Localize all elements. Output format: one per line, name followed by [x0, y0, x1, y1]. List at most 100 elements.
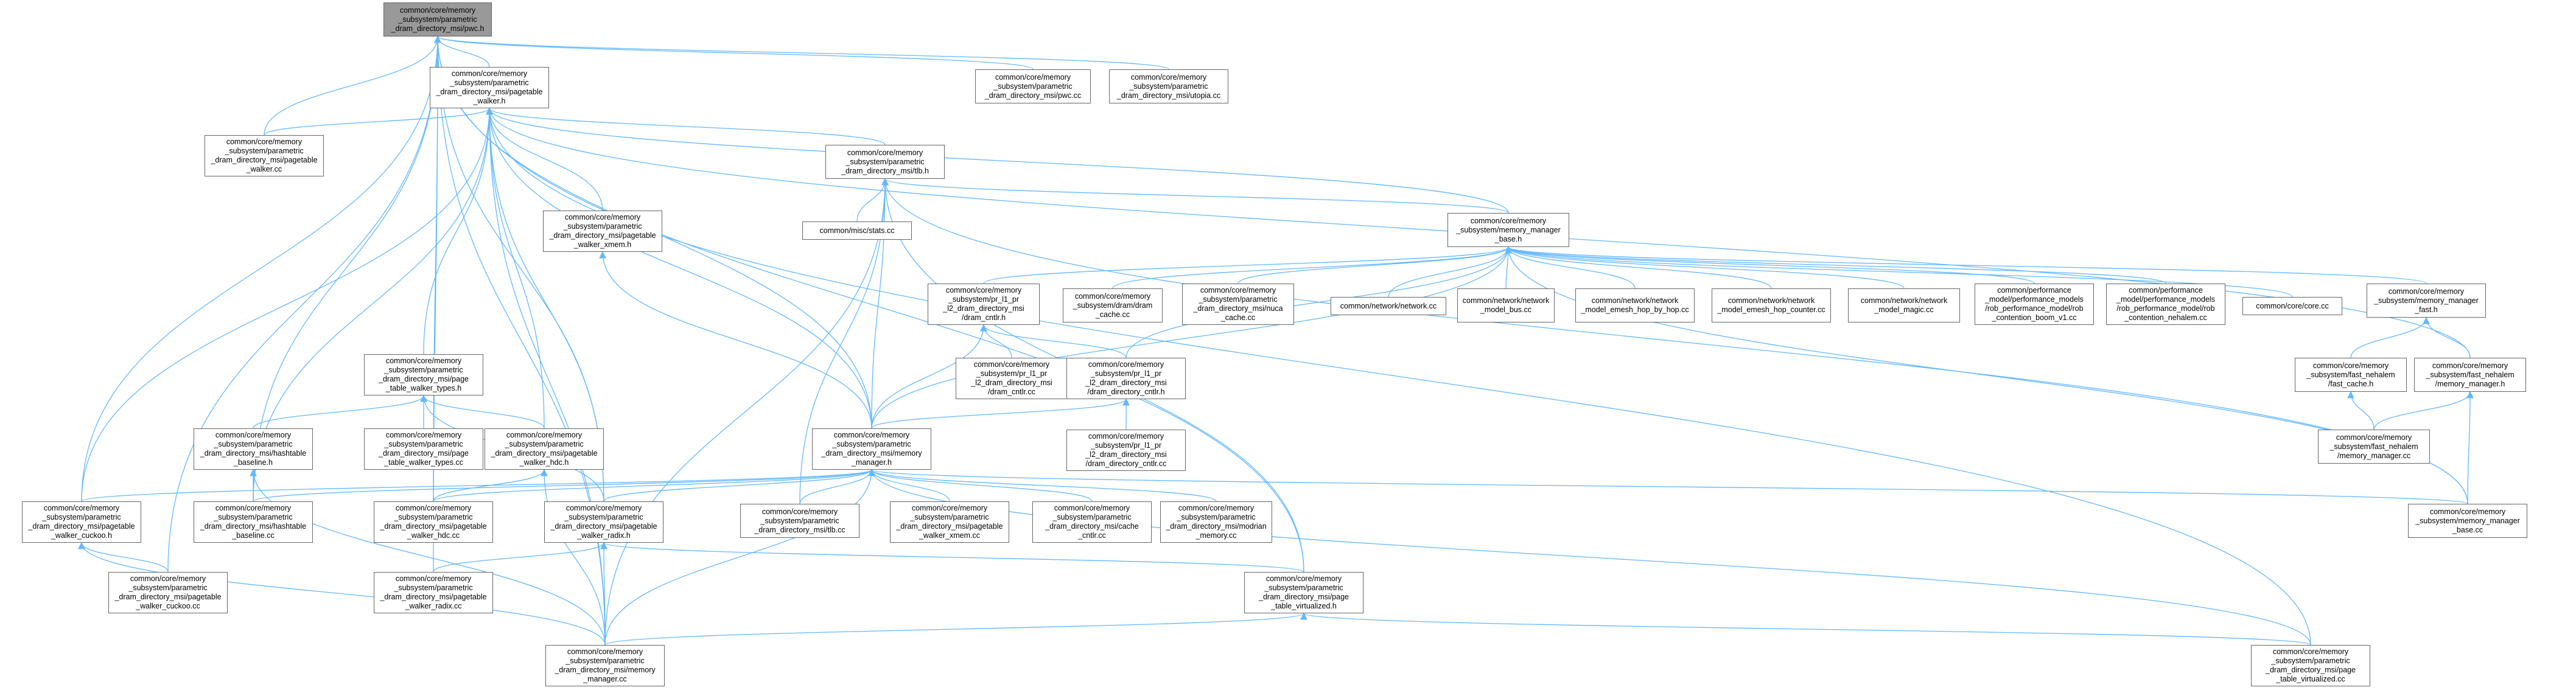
edge-pagetable_walker_hdc_h-to-pagetable_walker_h [486, 107, 545, 429]
node-memory-manager-base-cc[interactable]: common/core/memory _subsystem/memory_man… [2408, 504, 2527, 538]
node-network-model-emesh-hop-by-hop-cc[interactable]: common/network/network _model_emesh_hop_… [1575, 288, 1695, 322]
edge-page_table_virtualized_cc-to-pagetable_walker_h [486, 107, 2311, 646]
node-core-cc[interactable]: common/core/core.cc [2242, 297, 2342, 315]
edge-pmsi_memory_manager_cc-to-pwc_h [434, 35, 606, 646]
edge-memory_manager_fast_h-to-memory_manager_base_h [1505, 246, 2427, 284]
node-fast-memory-manager-cc[interactable]: common/core/memory _subsystem/fast_nehal… [2318, 430, 2430, 464]
edge-pmsi_memory_manager_cc-to-pmsi_memory_manager_h [604, 469, 875, 646]
node-fast-memory-manager-h[interactable]: common/core/memory _subsystem/fast_nehal… [2414, 358, 2526, 392]
node-hashtable-baseline-cc[interactable]: common/core/memory _subsystem/parametric… [194, 501, 313, 543]
node-pagetable-walker-hdc-h[interactable]: common/core/memory _subsystem/parametric… [485, 428, 604, 470]
node-utopia-cc[interactable]: common/core/memory _subsystem/parametric… [1109, 69, 1228, 103]
node-page-table-virtualized-h[interactable]: common/core/memory _subsystem/parametric… [1244, 572, 1363, 613]
node-tlb-h[interactable]: common/core/memory _subsystem/parametric… [825, 145, 945, 179]
edge-pmsi_memory_manager_h-to-pagetable_walker_h [486, 107, 872, 429]
node-pagetable-walker-cuckoo-h[interactable]: common/core/memory _subsystem/parametric… [22, 501, 141, 543]
edge-utopia_cc-to-pwc_h [434, 35, 1169, 70]
node-memory-manager-base-h[interactable]: common/core/memory _subsystem/memory_man… [1447, 213, 1569, 247]
node-memory-manager-fast-h[interactable]: common/core/memory _subsystem/memory_man… [2367, 284, 2486, 318]
edge-pagetable_walker_hdc_cc-to-pmsi_memory_manager_h [433, 469, 875, 502]
edge-pwc_cc-to-pwc_h [434, 35, 1034, 70]
edge-page_table_virtualized_cc-to-pmsi_memory_manager_h [868, 469, 2311, 646]
edge-memory_manager_base_h-to-tlb_h [881, 178, 1509, 214]
edge-pmsi_memory_manager_cc-to-pagetable_walker_radix_h [600, 542, 607, 646]
edge-pagetable_walker_cuckoo_h-to-pwc_h [81, 35, 441, 502]
edge-network_cc-to-memory_manager_base_h [1388, 246, 1512, 298]
node-pwc-h[interactable]: common/core/memory _subsystem/parametric… [383, 2, 492, 37]
edge-pagetable_walker_h-to-pwc_h [434, 35, 490, 68]
node-pwc-cc[interactable]: common/core/memory _subsystem/parametric… [975, 69, 1091, 103]
node-hashtable-baseline-h[interactable]: common/core/memory _subsystem/parametric… [194, 428, 313, 470]
node-dram-directory-cntlr-h[interactable]: common/core/memory _subsystem/pr_l1_pr _… [1066, 358, 1186, 399]
node-pagetable-walker-cc[interactable]: common/core/memory _subsystem/parametric… [205, 135, 324, 176]
edge-pagetable_walker_cuckoo_h-to-pmsi_memory_manager_h [81, 469, 875, 502]
node-nuca-cache-cc[interactable]: common/core/memory _subsystem/parametric… [1182, 284, 1294, 325]
edge-network_model_emesh_hop_by_hop_cc-to-memory_manager_base_h [1505, 246, 1636, 289]
edge-pmsi_memory_manager_h-to-pagetable_walker_xmem_h [599, 251, 872, 429]
edge-pmsi_memory_manager_h-to-dram_directory_cntlr_h [871, 398, 1130, 429]
edge-pr_l1_dram_cntlr_h-to-memory_manager_base_h [983, 246, 1512, 284]
edge-nuca_cache_cc-to-memory_manager_base_h [1237, 246, 1512, 284]
node-fast-cache-h[interactable]: common/core/memory _subsystem/fast_nehal… [2295, 358, 2407, 392]
edge-cache_cntlr_cc-to-pmsi_memory_manager_h [868, 469, 1093, 502]
edge-fast_memory_manager_cc-to-fast_cache_h [2347, 391, 2375, 430]
node-pagetable-walker-cuckoo-cc[interactable]: common/core/memory _subsystem/parametric… [108, 572, 228, 613]
node-pr-l1-dram-cntlr-h[interactable]: common/core/memory _subsystem/pr_l1_pr _… [928, 284, 1040, 325]
edge-stats_cc-to-tlb_h [856, 178, 889, 222]
edge-hashtable_baseline_h-to-page_table_walker_types_h [253, 394, 427, 429]
node-pmsi-memory-manager-cc[interactable]: common/core/memory _subsystem/parametric… [545, 645, 665, 686]
edge-tlb_h-to-pagetable_walker_h [486, 107, 886, 145]
edge-pmsi_memory_manager_cc-to-pagetable_walker_hdc_h [541, 469, 606, 646]
node-pagetable-walker-h[interactable]: common/core/memory _subsystem/parametric… [430, 67, 549, 108]
edge-page_table_walker_types_h-to-pagetable_walker_h [423, 107, 493, 355]
edge-fast_memory_manager_cc-to-fast_memory_manager_h [2373, 391, 2474, 430]
node-tlb-cc[interactable]: common/core/memory _subsystem/parametric… [740, 504, 859, 538]
node-pr-l1-dram-cntlr-cc[interactable]: common/core/memory _subsystem/pr_l1_pr _… [956, 358, 1068, 399]
edge-pmsi_memory_manager_h-to-memory_manager_base_h [871, 246, 1512, 429]
edge-pmsi_memory_manager_cc-to-pagetable_walker_cuckoo_h [78, 542, 606, 646]
edge-rob_contention_boom_v1_cc-to-memory_manager_base_h [1505, 246, 2035, 284]
node-network-cc[interactable]: common/network/network.cc [1331, 297, 1446, 315]
edge-hashtable_baseline_cc-to-pagetable_walker_h [253, 107, 493, 502]
node-rob-contention-nehalem-cc[interactable]: common/performance _model/performance_mo… [2106, 284, 2225, 325]
edge-dram_cache_cc-to-memory_manager_base_h [1112, 246, 1512, 289]
edge-fast_memory_manager_h-to-memory_manager_fast_h [2423, 316, 2471, 358]
edge-memory_manager_base_cc-to-fast_memory_manager_h [2466, 391, 2474, 504]
node-cache-cntlr-cc[interactable]: common/core/memory _subsystem/parametric… [1032, 501, 1152, 543]
edge-network_model_magic_cc-to-memory_manager_base_h [1505, 246, 1905, 289]
node-page-table-walker-types-h[interactable]: common/core/memory _subsystem/parametric… [364, 354, 483, 396]
edge-pmsi_memory_manager_h-to-pr_l1_dram_cntlr_h [871, 324, 987, 429]
edge-hashtable_baseline_cc-to-pmsi_memory_manager_h [253, 469, 875, 502]
edge-page_table_virtualized_cc-to-page_table_virtualized_h [1300, 612, 2311, 646]
edge-pagetable_walker_cuckoo_cc-to-pagetable_walker_cuckoo_h [78, 542, 169, 573]
node-pagetable-walker-radix-h[interactable]: common/core/memory _subsystem/parametric… [544, 501, 663, 543]
edge-pagetable_walker_radix_cc-to-pwc_h [433, 35, 441, 573]
edge-memory_manager_base_h-to-pagetable_walker_h [486, 107, 1509, 214]
node-network-model-emesh-hop-counter-cc[interactable]: common/network/network _model_emesh_hop_… [1712, 288, 1831, 322]
node-page-table-walker-types-cc[interactable]: common/core/memory _subsystem/parametric… [364, 428, 483, 470]
edge-pagetable_walker_cc-to-pwc_h [264, 35, 441, 136]
edge-dram_directory_cntlr_h-to-pr_l1_dram_cntlr_h [980, 324, 1127, 358]
node-pmsi-memory-manager-h[interactable]: common/core/memory _subsystem/parametric… [812, 428, 931, 470]
node-dram-cache-cc[interactable]: common/core/memory _subsystem/dram/dram … [1063, 288, 1163, 322]
edge-pagetable_walker_radix_h-to-pagetable_walker_h [486, 107, 604, 502]
node-network-model-magic-cc[interactable]: common/network/network _model_magic.cc [1848, 288, 1960, 322]
edge-modrian_memory_cc-to-pmsi_memory_manager_h [868, 469, 1217, 502]
node-pagetable-walker-xmem-cc[interactable]: common/core/memory _subsystem/parametric… [890, 501, 1009, 543]
edge-pmsi_memory_manager_cc-to-tlb_h [604, 178, 889, 646]
node-rob-contention-boom-v1-cc[interactable]: common/performance _model/performance_mo… [1975, 284, 2094, 325]
edge-page_table_virtualized_h-to-pwc_h [434, 35, 1304, 573]
node-pagetable-walker-xmem-h[interactable]: common/core/memory _subsystem/parametric… [543, 211, 662, 252]
edge-pagetable_walker_cuckoo_cc-to-pwc_h [167, 35, 441, 573]
node-stats-cc[interactable]: common/misc/stats.cc [802, 221, 912, 240]
node-pagetable-walker-hdc-cc[interactable]: common/core/memory _subsystem/parametric… [374, 501, 493, 543]
edge-network_model_emesh_hop_counter_cc-to-memory_manager_base_h [1505, 246, 1772, 289]
node-modrian-memory-cc[interactable]: common/core/memory _subsystem/parametric… [1160, 501, 1272, 543]
node-dram-directory-cntlr-cc[interactable]: common/core/memory _subsystem/pr_l1_pr _… [1066, 430, 1186, 471]
edge-pagetable_walker_cc-to-pagetable_walker_h [264, 107, 493, 136]
node-pagetable-walker-radix-cc[interactable]: common/core/memory _subsystem/parametric… [374, 572, 493, 613]
edge-pagetable_walker_radix_cc-to-pagetable_walker_radix_h [433, 542, 607, 573]
node-network-model-bus-cc[interactable]: common/network/network _model_bus.cc [1457, 288, 1555, 322]
node-page-table-virtualized-cc[interactable]: common/core/memory _subsystem/parametric… [2251, 645, 2370, 686]
